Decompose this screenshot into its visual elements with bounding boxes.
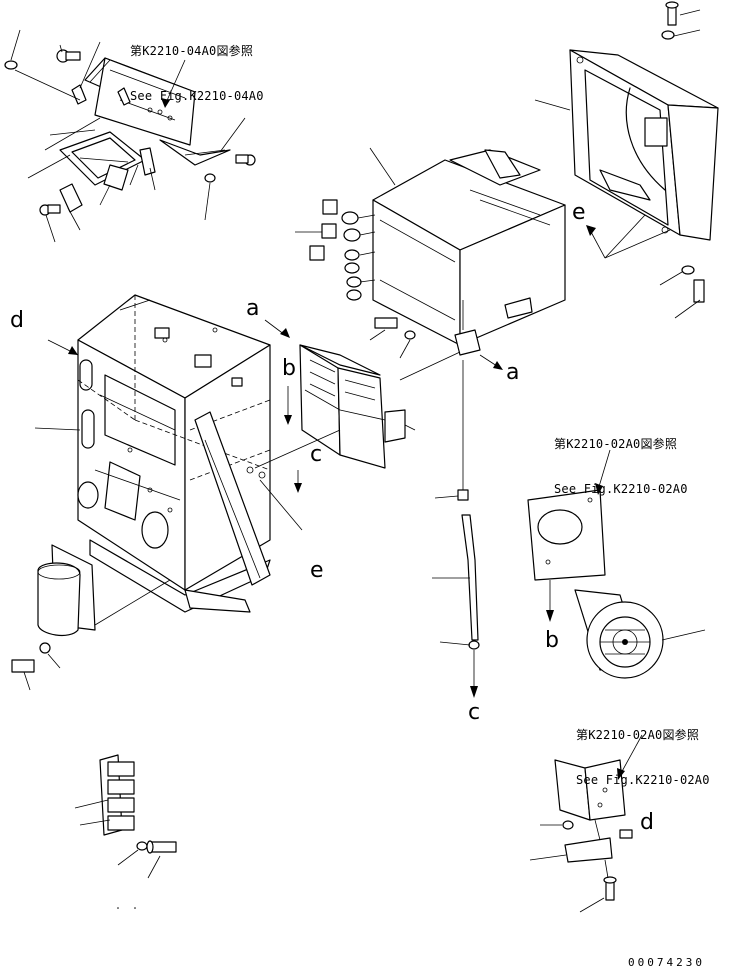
callout-c-hose: c (468, 700, 481, 725)
reference-en: See Fig.K2210-02A0 (576, 773, 710, 787)
reference-jp: 第K2210-02A0図参照 (576, 728, 700, 742)
reference-note-k2210-02a0-bracket: 第K2210-02A0図参照 See Fig.K2210-02A0 (576, 698, 710, 818)
callout-b-fan: b (545, 628, 559, 653)
reference-en: See Fig.K2210-04A0 (130, 89, 264, 103)
reference-note-k2210-04a0: 第K2210-04A0図参照 See Fig.K2210-04A0 (130, 14, 264, 134)
relay-block (74, 754, 177, 879)
upper-housing-shell (534, 1, 719, 319)
callout-d-bracket: d (640, 810, 654, 835)
callout-a-cab: a (246, 296, 260, 321)
reference-jp: 第K2210-02A0図参照 (554, 437, 678, 451)
callout-a-heater: a (506, 360, 520, 385)
callout-e-housing: e (572, 200, 586, 225)
document-number: 00074230 (628, 956, 705, 969)
callout-b-cab: b (282, 356, 296, 381)
switch-bracket (529, 734, 643, 913)
panel-bracket-assembly (4, 29, 256, 243)
heater-core-unit (295, 147, 566, 381)
callout-e-cab: e (310, 558, 324, 583)
main-cab-housing (34, 294, 303, 613)
stray-mark (134, 907, 136, 909)
callout-c-cab: c (310, 442, 323, 467)
callout-d-cab: d (10, 308, 24, 333)
reference-en: See Fig.K2210-02A0 (554, 482, 688, 496)
reference-note-k2210-02a0-fan: 第K2210-02A0図参照 See Fig.K2210-02A0 (554, 407, 688, 527)
reference-jp: 第K2210-04A0図参照 (130, 44, 254, 58)
stray-mark (117, 907, 119, 909)
duct-elbow (11, 544, 171, 691)
drain-hose (432, 360, 480, 698)
blower-fan-assembly (527, 449, 706, 679)
filter-panel (254, 344, 416, 469)
